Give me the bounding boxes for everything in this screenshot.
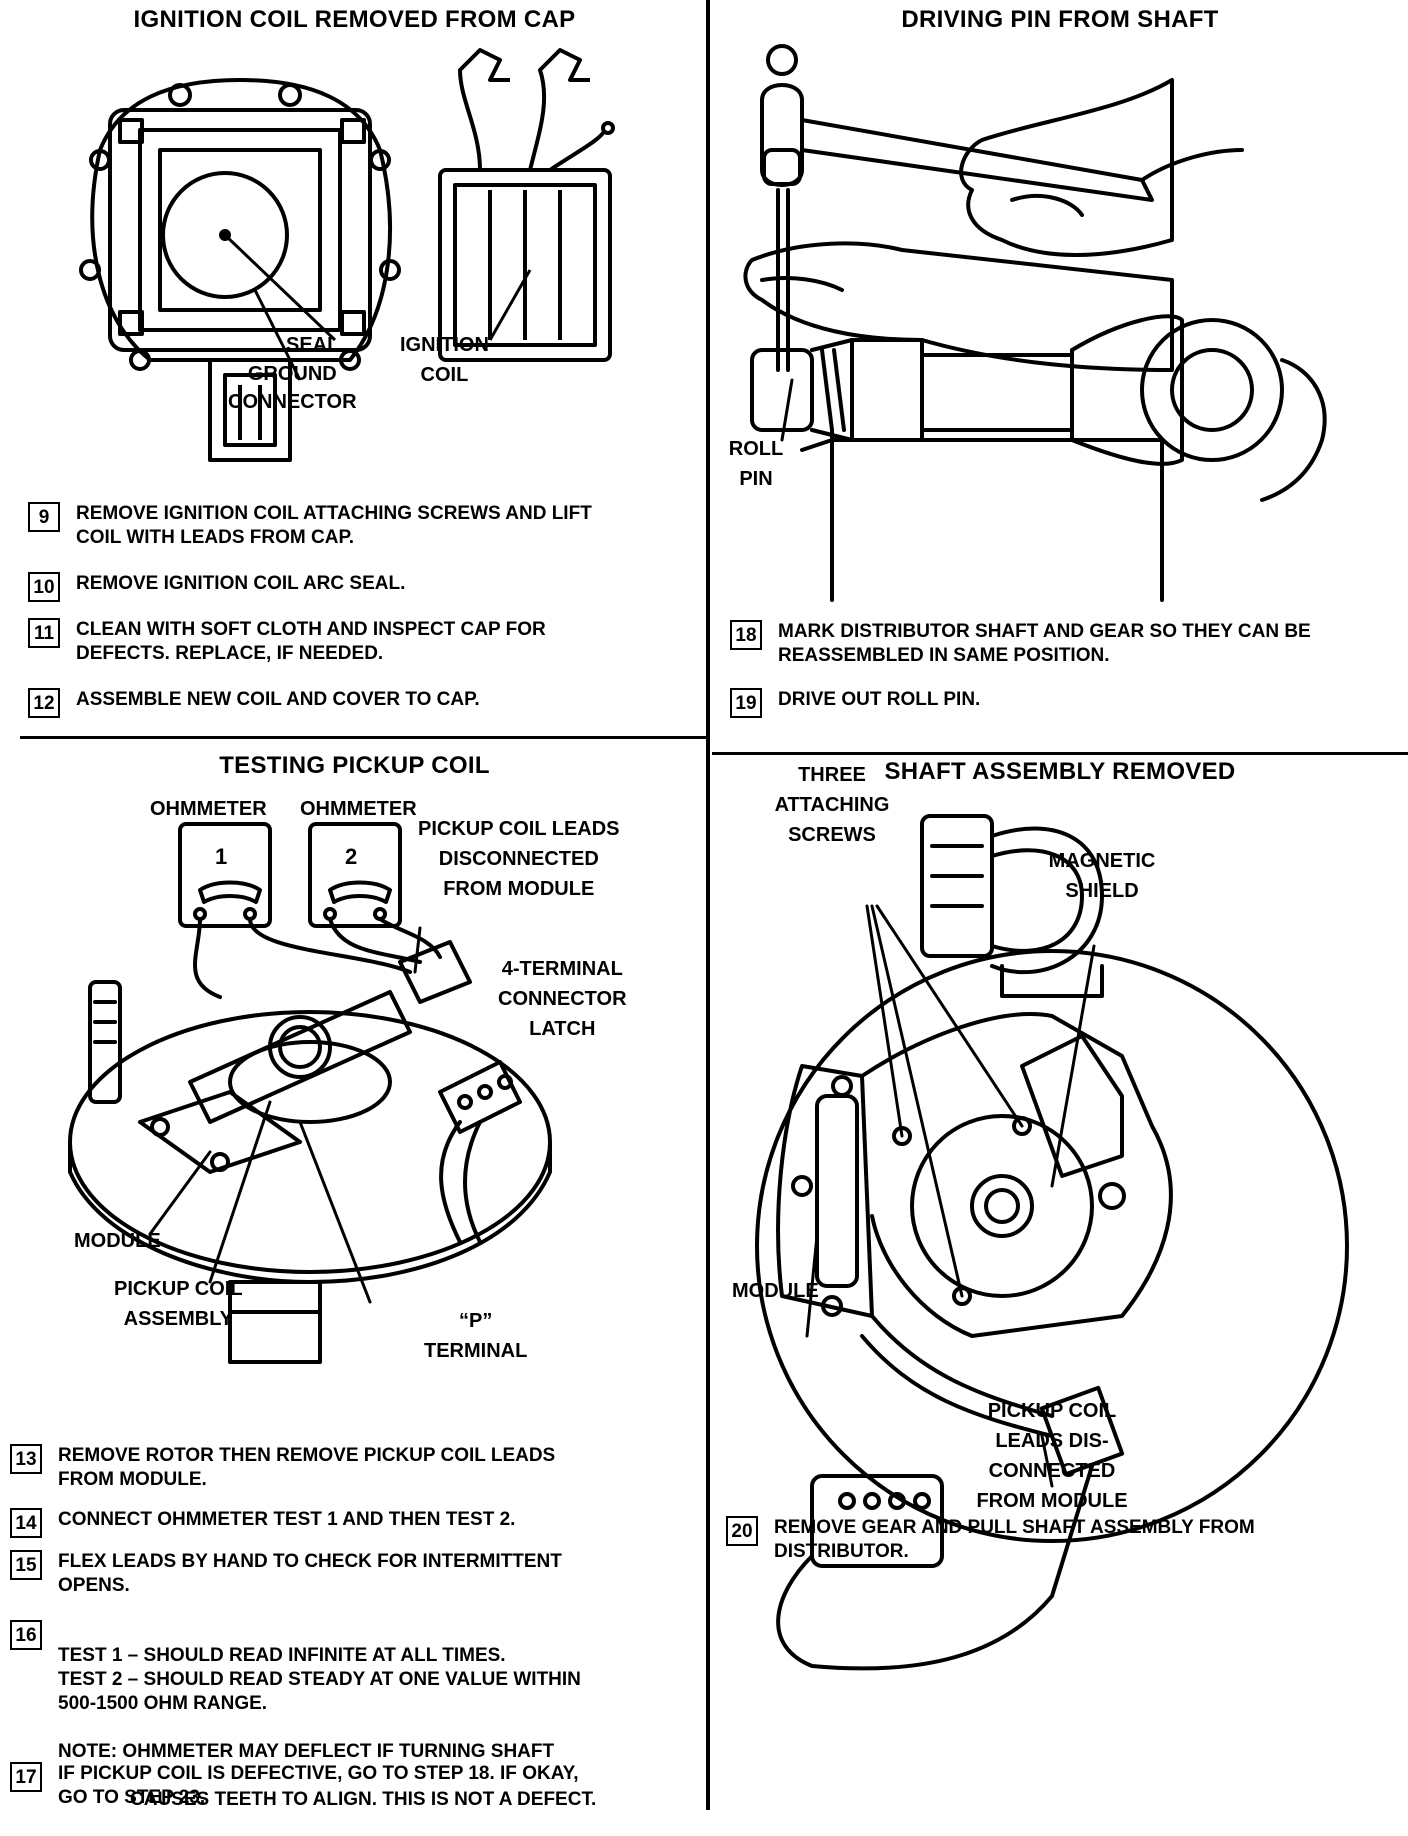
label-p-terminal: “P” TERMINAL <box>424 1310 528 1362</box>
label-pickup-coil-leads-disconnected: PICKUP COIL LEADS DIS- CONNECTED FROM MO… <box>976 1400 1128 1512</box>
panel-title: DRIVING PIN FROM SHAFT <box>901 6 1219 33</box>
vertical-divider <box>706 0 710 1810</box>
panel-shaft-assembly-removed: SHAFT ASSEMBLY REMOVED <box>712 756 1408 1810</box>
panel-title: SHAFT ASSEMBLY REMOVED <box>884 758 1236 785</box>
step-number: 13 <box>10 1444 42 1474</box>
label-meter-2: 2 <box>345 844 358 869</box>
driving-pin-illustration <box>743 44 1327 602</box>
label-pickup-leads-disconnected: PICKUP COIL LEADS DISCONNECTED FROM MODU… <box>418 818 620 900</box>
label-ground-connector: GROUND CONNECTOR <box>228 363 357 413</box>
step-text: CONNECT OHMMETER TEST 1 AND THEN TEST 2. <box>58 1509 516 1530</box>
label-three-attaching-screws: THREE ATTACHING SCREWS <box>774 764 890 846</box>
step-text: FLEX LEADS BY HAND TO CHECK FOR INTERMIT… <box>58 1551 562 1596</box>
step-13: 13 REMOVE ROTOR THEN REMOVE PICKUP COIL … <box>10 1444 555 1492</box>
label-roll-pin: ROLL PIN <box>728 438 784 490</box>
label-magnetic-shield: MAGNETIC SHIELD <box>1048 850 1156 902</box>
step-16-note-1: NOTE: OHMMETER MAY DEFLECT IF TURNING SH… <box>58 1741 555 1762</box>
label-module: MODULE <box>74 1230 161 1252</box>
panel-driving-pin: DRIVING PIN FROM SHAFT <box>712 0 1408 752</box>
label-ignition-coil: IGNITION COIL <box>400 334 489 386</box>
module-drawing <box>776 1064 874 1318</box>
label-connector-latch: 4-TERMINAL CONNECTOR LATCH <box>498 958 627 1040</box>
step-text: MARK DISTRIBUTOR SHAFT AND GEAR SO THEY … <box>778 621 1311 666</box>
label-pickup-coil-assembly: PICKUP COIL ASSEMBLY <box>114 1278 243 1330</box>
step-10: 10 REMOVE IGNITION COIL ARC SEAL. <box>28 572 405 602</box>
step-number: 16 <box>10 1620 42 1650</box>
label-ohmmeter-2: OHMMETER <box>300 798 417 820</box>
label-meter-1: 1 <box>215 844 228 869</box>
step-number: 20 <box>726 1516 758 1546</box>
step-18: 18 MARK DISTRIBUTOR SHAFT AND GEAR SO TH… <box>730 620 1311 668</box>
step-text: REMOVE IGNITION COIL ATTACHING SCREWS AN… <box>76 503 592 548</box>
step-text: DRIVE OUT ROLL PIN. <box>778 689 981 710</box>
label-module: MODULE <box>732 1280 819 1302</box>
step-16-note-2: CAUSES TEETH TO ALIGN. THIS IS NOT A DEF… <box>130 1789 597 1810</box>
step-19: 19 DRIVE OUT ROLL PIN. <box>730 688 980 718</box>
ignition-coil-drawing <box>438 48 615 362</box>
step-number: 14 <box>10 1508 42 1538</box>
label-ohmmeter-1: OHMMETER <box>150 798 267 820</box>
cap-and-coil-illustration <box>79 48 615 462</box>
shaft-assembly-illustration <box>755 814 1349 1671</box>
pickup-coil-illustration <box>68 822 552 1364</box>
step-text: CLEAN WITH SOFT CLOTH AND INSPECT CAP FO… <box>76 619 546 664</box>
step-20: 20 REMOVE GEAR AND PULL SHAFT ASSEMBLY F… <box>726 1516 1255 1564</box>
module-drawing <box>138 1090 302 1174</box>
step-14: 14 CONNECT OHMMETER TEST 1 AND THEN TEST… <box>10 1508 515 1538</box>
step-text: REMOVE ROTOR THEN REMOVE PICKUP COIL LEA… <box>58 1445 556 1490</box>
step-9: 9 REMOVE IGNITION COIL ATTACHING SCREWS … <box>28 502 592 550</box>
step-number: 19 <box>730 688 762 718</box>
ohmmeter-1-drawing <box>178 822 272 928</box>
step-number: 9 <box>28 502 60 532</box>
step-number: 11 <box>28 618 60 648</box>
label-seal: SEAL <box>286 334 340 356</box>
step-number: 17 <box>10 1762 42 1792</box>
step-text: REMOVE GEAR AND PULL SHAFT ASSEMBLY FROM… <box>774 1517 1255 1562</box>
distributor-cap-drawing <box>79 78 401 462</box>
panel-title: IGNITION COIL REMOVED FROM CAP <box>133 6 576 33</box>
step-16-main: TEST 1 – SHOULD READ INFINITE AT ALL TIM… <box>58 1645 581 1714</box>
step-number: 15 <box>10 1550 42 1580</box>
horizontal-divider-left <box>20 736 709 739</box>
ohmmeter-2-drawing <box>308 822 402 928</box>
panel-title: TESTING PICKUP COIL <box>219 752 490 779</box>
panel-ignition-coil-removed: IGNITION COIL REMOVED FROM CAP <box>0 0 709 738</box>
step-number: 18 <box>730 620 762 650</box>
step-16: 16 TEST 1 – SHOULD READ INFINITE AT ALL … <box>10 1620 596 1836</box>
panel-testing-pickup-coil: TESTING PICKUP COIL <box>0 742 709 1810</box>
horizontal-divider-right <box>712 752 1408 755</box>
step-text: IF PICKUP COIL IS DEFECTIVE, GO TO STEP … <box>58 1763 579 1808</box>
step-17: 17 IF PICKUP COIL IS DEFECTIVE, GO TO ST… <box>10 1762 579 1810</box>
step-text: REMOVE IGNITION COIL ARC SEAL. <box>76 573 406 594</box>
step-text: ASSEMBLE NEW COIL AND COVER TO CAP. <box>76 689 480 710</box>
step-15: 15 FLEX LEADS BY HAND TO CHECK FOR INTER… <box>10 1550 562 1598</box>
step-text: TEST 1 – SHOULD READ INFINITE AT ALL TIM… <box>58 1620 596 1836</box>
step-number: 12 <box>28 688 60 718</box>
step-12: 12 ASSEMBLE NEW COIL AND COVER TO CAP. <box>28 688 480 718</box>
step-number: 10 <box>28 572 60 602</box>
step-11: 11 CLEAN WITH SOFT CLOTH AND INSPECT CAP… <box>28 618 546 666</box>
